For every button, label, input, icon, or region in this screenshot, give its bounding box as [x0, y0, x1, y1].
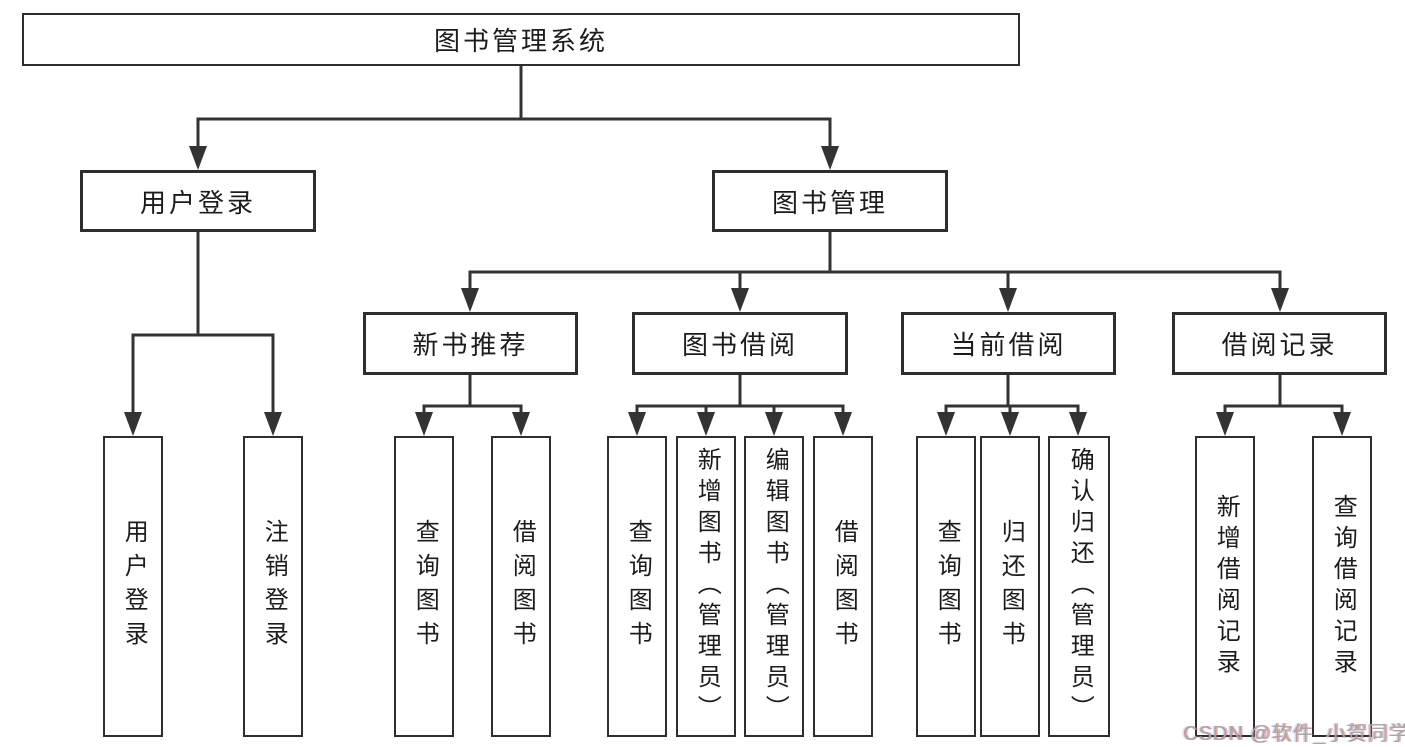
leaf-query-books: 查询图书 — [916, 436, 976, 737]
arrow-down-icon — [765, 412, 783, 436]
arrow-down-icon — [1271, 288, 1289, 312]
node-label: 图书管理系统 — [433, 26, 608, 56]
leaf-label: 借阅图书 — [508, 518, 536, 655]
arrow-down-icon — [264, 412, 282, 436]
leaf-query-books: 查询图书 — [607, 436, 667, 737]
node-label: 图书管理 — [771, 187, 888, 218]
arrow-down-icon — [821, 146, 839, 170]
connector-borrow-records-to-children — [1223, 373, 1344, 418]
leaf-add-borrow-record: 新增借阅记录 — [1195, 436, 1255, 737]
leaf-label: 查询借阅记录 — [1329, 493, 1357, 680]
leaf-label: 确认归还（管理员） — [1066, 447, 1094, 726]
leaf-query-books: 查询图书 — [394, 436, 454, 737]
leaf-query-borrow-record: 查询借阅记录 — [1312, 436, 1372, 737]
node-label: 新书推荐 — [412, 330, 529, 360]
leaf-label: 编辑图书（管理员） — [761, 447, 789, 726]
leaf-label: 归还图书 — [997, 518, 1025, 655]
node-label: 用户登录 — [139, 187, 256, 218]
node-borrowing-records: 借阅记录 — [1172, 312, 1387, 375]
leaf-user-login: 用户登录 — [103, 436, 163, 737]
arrow-down-icon — [1216, 412, 1234, 436]
leaf-label: 查询图书 — [624, 518, 652, 655]
connector-book-borrow-to-children — [635, 373, 845, 418]
leaf-return-books: 归还图书 — [980, 436, 1040, 737]
node-current-borrowing: 当前借阅 — [901, 312, 1116, 375]
arrow-down-icon — [512, 412, 530, 436]
arrow-down-icon — [1069, 412, 1087, 436]
connector-root-to-level2 — [196, 64, 832, 152]
connector-new-book-to-children — [422, 373, 523, 418]
leaf-label: 借阅图书 — [830, 518, 858, 655]
arrow-down-icon — [697, 412, 715, 436]
arrow-down-icon — [937, 412, 955, 436]
csdn-watermark: CSDN @软件_小贺同学 — [1183, 723, 1405, 745]
leaf-label: 新增图书（管理员） — [693, 447, 721, 726]
node-new-book-recommendation: 新书推荐 — [363, 312, 578, 375]
connector-user-login-to-children — [131, 230, 275, 418]
leaf-label: 注销登录 — [260, 518, 288, 655]
leaf-edit-books-admin: 编辑图书（管理员） — [744, 436, 804, 737]
leaf-add-books-admin: 新增图书（管理员） — [676, 436, 736, 737]
leaf-logout: 注销登录 — [243, 436, 303, 737]
arrow-down-icon — [1001, 412, 1019, 436]
leaf-borrow-books: 借阅图书 — [491, 436, 551, 737]
node-label: 借阅记录 — [1221, 330, 1338, 360]
node-book-management: 图书管理 — [712, 170, 948, 232]
arrowhead-group — [124, 146, 1351, 436]
arrow-down-icon — [628, 412, 646, 436]
connector-book-management-to-level3 — [468, 230, 1282, 294]
leaf-label: 查询图书 — [933, 518, 961, 655]
arrow-down-icon — [189, 146, 207, 170]
arrow-down-icon — [461, 288, 479, 312]
arrow-down-icon — [999, 288, 1017, 312]
arrow-down-icon — [415, 412, 433, 436]
leaf-borrow-books: 借阅图书 — [813, 436, 873, 737]
leaf-label: 新增借阅记录 — [1212, 493, 1240, 680]
node-user-login: 用户登录 — [80, 170, 316, 232]
leaf-label: 用户登录 — [120, 518, 148, 655]
leaf-confirm-return-admin: 确认归还（管理员） — [1048, 436, 1110, 737]
connector-current-borrow-to-children — [944, 373, 1080, 418]
arrow-down-icon — [834, 412, 852, 436]
node-book-borrowing: 图书借阅 — [632, 312, 848, 375]
arrow-down-icon — [731, 288, 749, 312]
node-label: 图书借阅 — [681, 330, 798, 360]
leaf-label: 查询图书 — [411, 518, 439, 655]
arrow-down-icon — [1333, 412, 1351, 436]
node-root-library-system: 图书管理系统 — [22, 13, 1020, 66]
node-label: 当前借阅 — [950, 330, 1067, 360]
arrow-down-icon — [124, 412, 142, 436]
